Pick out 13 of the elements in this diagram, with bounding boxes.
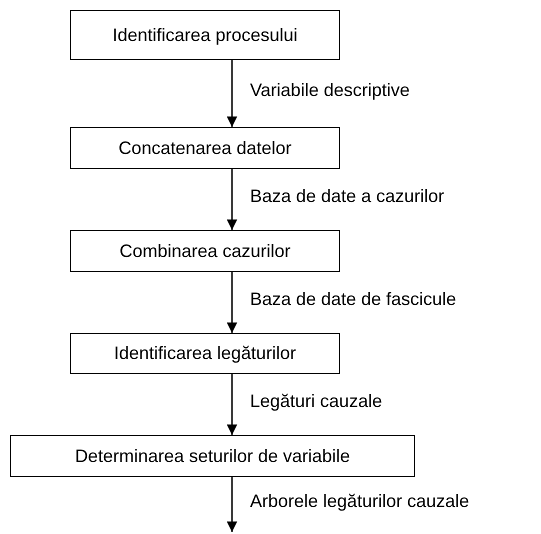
process-box: Identificarea legăturilor [70, 333, 340, 374]
arrow [226, 374, 238, 435]
arrow [226, 60, 238, 127]
process-box: Concatenarea datelor [70, 127, 340, 169]
arrow [226, 169, 238, 230]
process-box: Combinarea cazurilor [70, 230, 340, 272]
edge-label: Variabile descriptive [248, 80, 412, 100]
arrow [226, 477, 238, 532]
edge-label: Legături cauzale [248, 390, 384, 412]
edge-label: Arborele legăturilor cauzale [248, 490, 472, 512]
process-box: Determinarea seturilor de variabile [10, 435, 415, 477]
process-box: Identificarea procesului [70, 10, 340, 60]
arrow [226, 272, 238, 333]
